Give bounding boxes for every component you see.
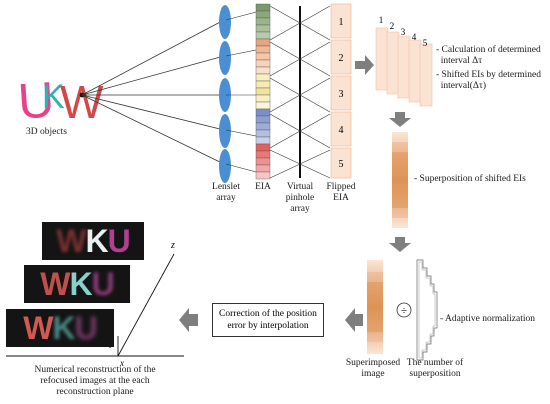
recon-image-mid: W K U <box>24 265 130 303</box>
arrow-left <box>179 308 198 332</box>
objects-3d-label: 3D objects <box>26 127 67 137</box>
flipped-number: 2 <box>339 53 344 64</box>
lens <box>219 149 231 183</box>
arrow-left <box>345 308 363 332</box>
step-interval-label: - Calculation of determined interval Δτ <box>436 45 541 66</box>
flipped-number: 3 <box>339 89 344 100</box>
divide-circle <box>396 302 412 318</box>
lens <box>219 41 231 75</box>
lens <box>219 114 231 148</box>
gray-arrows <box>179 55 411 332</box>
flipped-number: 1 <box>339 17 344 28</box>
eia-strip <box>255 3 271 180</box>
flipped-number: 4 <box>339 125 344 136</box>
recon-letter-w: W <box>40 265 70 302</box>
recon-letter-w: W <box>56 222 86 259</box>
object-letter-w: W <box>60 76 104 128</box>
lenslet-array <box>219 5 231 183</box>
axis-z-label: z <box>170 240 175 251</box>
object-rays <box>81 19 225 165</box>
superimposed-image <box>367 260 383 354</box>
correction-box: Correction of the position error by inte… <box>212 303 324 337</box>
superposition-strip <box>392 132 408 228</box>
divide-symbol: ÷ <box>401 305 407 317</box>
lens <box>219 78 231 112</box>
lens <box>219 5 231 39</box>
recon-letter-w: W <box>23 309 53 346</box>
correction-box-text: Correction of the position error by inte… <box>219 309 317 331</box>
virtual-pinhole-label: Virtual pinhole array <box>285 182 315 214</box>
arrow-right <box>355 55 374 75</box>
recon-letter-k: K <box>85 222 108 259</box>
recon-letter-u: U <box>91 265 115 302</box>
stack-number: 1 <box>379 15 384 25</box>
recon-letter-u: U <box>107 222 131 259</box>
numerical-reconstruction-label: Numerical reconstruction of the refocuse… <box>34 365 156 397</box>
eia-label: EIA <box>255 182 271 192</box>
recon-image-near: W K U <box>6 309 114 347</box>
recon-axes <box>6 253 184 357</box>
flipped-eia-label: Flipped EIA <box>326 182 356 203</box>
step-shift-label: - Shifted EIs by determined interval(Δτ) <box>436 70 542 91</box>
stack-number: 5 <box>423 38 428 48</box>
superposition-count-shape <box>416 259 438 361</box>
recon-image-far: W K U <box>42 222 144 260</box>
arrow-down <box>389 112 411 127</box>
shifted-eis-stack: 1 2 3 4 5 <box>375 15 433 107</box>
stack-number: 3 <box>401 27 406 37</box>
flipped-number: 5 <box>339 159 344 170</box>
axis-x-label: x <box>119 358 124 368</box>
stack-number: 4 <box>412 32 417 42</box>
object-letter-u: U <box>16 71 56 129</box>
object-letter-k: K <box>42 78 65 116</box>
lenslet-array-label: Lenslet array <box>212 182 240 203</box>
step-superposition-label: - Superposition of shifted EIs <box>414 174 526 184</box>
number-of-superposition-label: The number of superposition <box>406 358 464 379</box>
recon-letter-k: K <box>52 309 75 346</box>
recon-letter-u: U <box>74 309 98 346</box>
adaptive-normalization-label: - Adaptive normalization <box>440 314 535 324</box>
flipped-eia: 1 2 3 4 5 <box>330 3 352 179</box>
objects-3d-graphic: U K W <box>16 71 104 129</box>
crossing-rays <box>269 5 331 179</box>
recon-letter-k: K <box>69 265 92 302</box>
arrow-down <box>389 237 411 252</box>
stack-number: 2 <box>390 21 395 31</box>
superimposed-image-label: Superimposed image <box>345 358 401 379</box>
